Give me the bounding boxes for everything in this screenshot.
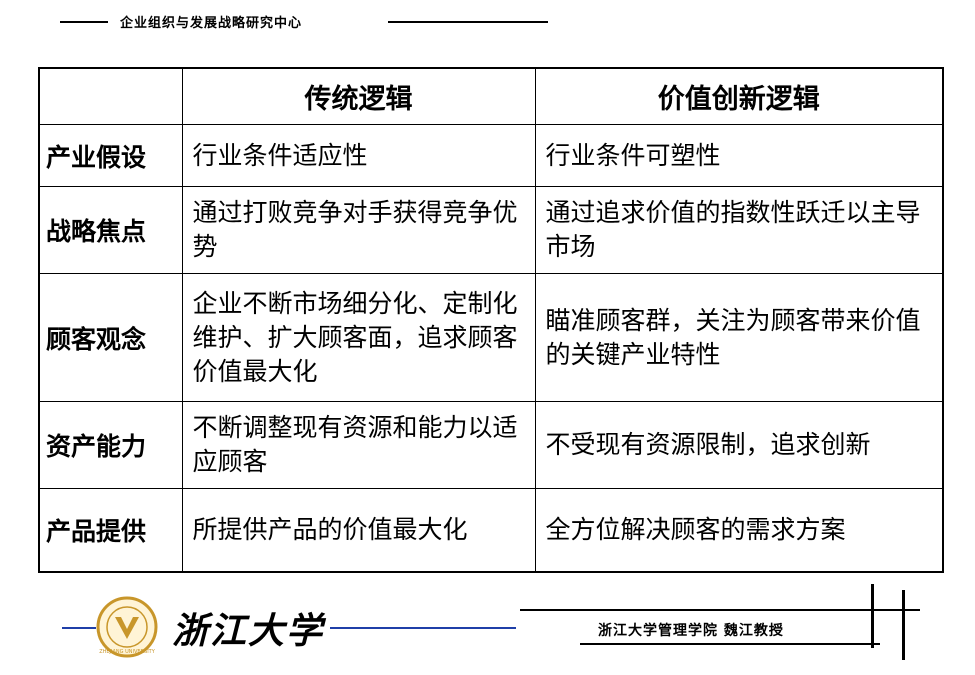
table-row: 资产能力 不断调整现有资源和能力以适应顾客 不受现有资源限制，追求创新: [38, 401, 944, 489]
row-label: 战略焦点: [38, 186, 183, 274]
column-header-traditional: 传统逻辑: [181, 67, 536, 125]
footer-vertical-bar: [902, 590, 905, 660]
innovation-cell: 瞄准顾客群，关注为顾客带来价值的关键产业特性: [534, 273, 944, 402]
corner-cell: [38, 67, 183, 125]
traditional-cell: 不断调整现有资源和能力以适应顾客: [181, 401, 536, 489]
innovation-cell: 不受现有资源限制，追求创新: [534, 401, 944, 489]
header-rule-left: [60, 21, 108, 23]
header-title: 企业组织与发展战略研究中心: [120, 16, 303, 31]
table-row: 战略焦点 通过打败竞争对手获得竞争优势 通过追求价值的指数性跃迁以主导市场: [38, 186, 944, 274]
table-row: 顾客观念 企业不断市场细分化、定制化维护、扩大顾客面，追求顾客价值最大化 瞄准顾…: [38, 273, 944, 402]
footer-rule-mid: [330, 627, 516, 629]
traditional-cell: 行业条件适应性: [181, 124, 536, 187]
innovation-cell: 通过追求价值的指数性跃迁以主导市场: [534, 186, 944, 274]
seal-text: ZHEJIANG UNIVERSITY: [99, 649, 156, 655]
footer-rule-left: [62, 627, 96, 629]
footer-credit: 浙江大学管理学院 魏江教授: [598, 623, 784, 639]
innovation-cell: 行业条件可塑性: [534, 124, 944, 187]
comparison-table: 传统逻辑 价值创新逻辑 产业假设 行业条件适应性 行业条件可塑性 战略焦点 通过…: [38, 67, 944, 573]
table-row: 产业假设 行业条件适应性 行业条件可塑性: [38, 124, 944, 187]
header-rule-right: [388, 21, 548, 23]
row-label: 资产能力: [38, 401, 183, 489]
footer-rule-right-top: [520, 609, 920, 611]
footer-rule-right-bottom: [580, 643, 880, 645]
traditional-cell: 企业不断市场细分化、定制化维护、扩大顾客面，追求顾客价值最大化: [181, 273, 536, 402]
traditional-cell: 通过打败竞争对手获得竞争优势: [181, 186, 536, 274]
row-label: 产品提供: [38, 488, 183, 573]
table-header-row: 传统逻辑 价值创新逻辑: [38, 67, 944, 125]
row-label: 产业假设: [38, 124, 183, 187]
innovation-cell: 全方位解决顾客的需求方案: [534, 488, 944, 573]
traditional-cell: 所提供产品的价值最大化: [181, 488, 536, 573]
footer-vertical-bar: [871, 584, 874, 648]
table-row: 产品提供 所提供产品的价值最大化 全方位解决顾客的需求方案: [38, 488, 944, 573]
column-header-innovation: 价值创新逻辑: [534, 67, 944, 125]
row-label: 顾客观念: [38, 273, 183, 402]
university-seal-icon: ZHEJIANG UNIVERSITY: [96, 596, 158, 658]
university-brand-logo: 浙江大学: [172, 610, 325, 652]
